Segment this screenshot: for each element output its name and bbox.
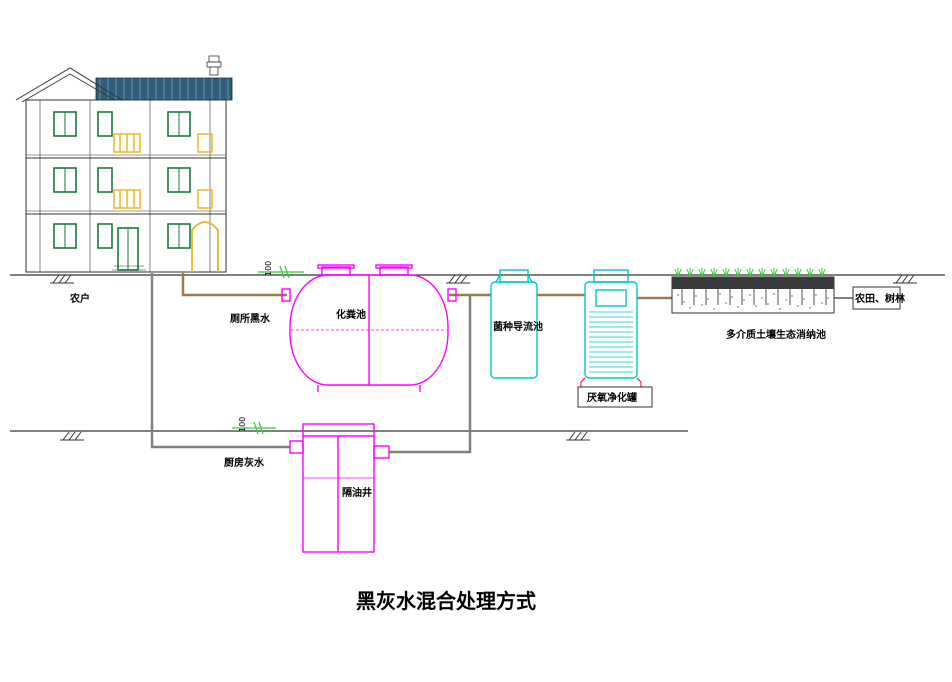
septic-tank-label: 化粪池 [336,308,366,321]
soil-bed [671,268,835,314]
pipe-size-label-2: 100 [238,417,247,432]
grease-trap [289,423,390,553]
pipe-marker-2 [232,421,276,435]
pipe-marker-1 [258,265,304,279]
diagram-title: 黑灰水混合处理方式 [356,589,536,613]
blackwater-pipe [181,273,287,297]
anoxic-tank-label-box [577,386,653,408]
chimney [206,55,222,76]
entrance-arch [191,221,219,272]
septic-tank [281,264,457,392]
guide-tank [490,269,538,379]
soil-bed-label: 多介质土壤生态消纳池 [726,328,826,341]
toilet-blackwater-label: 厕所黑水 [230,312,271,325]
pipe-size-label-1: 100 [264,261,273,276]
kitchen-greywater-label: 厨房灰水 [224,456,265,469]
farmland-box [852,286,901,310]
grease-outlet-pipe [389,295,472,454]
anoxic-tank-label: 厌氧净化罐 [587,391,637,404]
balconies [113,133,213,209]
farmhouse-label: 农户 [69,292,90,305]
grease-trap-label: 隔油井 [342,486,372,499]
guide-tank-label: 菌种导流池 [493,320,543,333]
farmland-label: 农田、树林 [854,292,906,305]
greywater-pipe [150,273,290,449]
farmhouse-building [15,55,233,273]
ground-hatch-symbols [50,274,917,441]
anoxic-tank [584,269,638,379]
